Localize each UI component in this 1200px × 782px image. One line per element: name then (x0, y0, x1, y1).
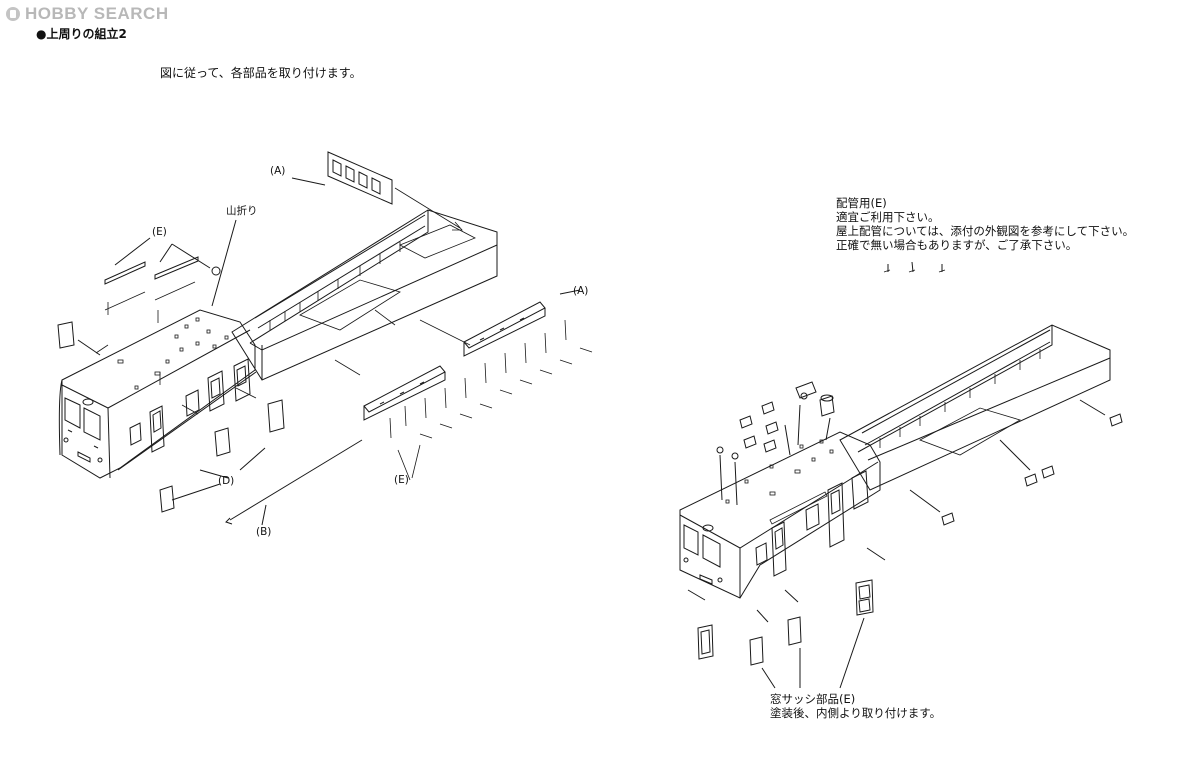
label-e-bottom: (E) (394, 474, 409, 486)
right-pipe-fittings (883, 261, 1123, 526)
sash-note: 窓サッシ部品(E) 塗装後、内側より取り付けます。 (770, 692, 941, 720)
label-a-right: (A) (573, 285, 589, 297)
left-fold-parts-e (104, 219, 237, 311)
piping-note-line-3: 屋上配管については、添付の外観図を参考にして下さい。 (836, 224, 1135, 238)
left-screw-parts (389, 319, 593, 481)
piping-note: 配管用(E) 適宜ご利用下さい。 屋上配管については、添付の外観図を参考にして下… (836, 196, 1134, 252)
sash-note-line-1: 窓サッシ部品(E) (770, 692, 856, 706)
left-side-panel-right (463, 289, 581, 357)
right-car-body (679, 324, 1111, 599)
watermark-logo-icon (6, 7, 20, 21)
left-side-panel-lower (363, 365, 446, 421)
piping-note-line-1: 配管用(E) (836, 196, 887, 210)
piping-note-line-2: 適宜ご利用下さい。 (836, 210, 940, 224)
label-b: (B) (256, 526, 272, 538)
piping-note-line-4: 正確で無い場合もありますが、ご了承下さい。 (836, 238, 1078, 252)
watermark-text: HOBBY SEARCH (25, 4, 169, 23)
left-small-window (57, 321, 101, 356)
instruction-text: 図に従って、各部品を取り付けます。 (160, 66, 362, 80)
section-title: ●上周りの組立2 (36, 27, 127, 41)
label-e-top: (E) (152, 226, 167, 238)
left-door-parts-d (159, 399, 285, 513)
right-window-sash-parts (687, 547, 886, 689)
label-a-top: (A) (270, 165, 286, 177)
right-roof-fittings (716, 381, 835, 506)
label-fold: 山折り (226, 205, 258, 217)
left-car-body (58, 209, 498, 479)
left-arrows (95, 187, 471, 415)
left-handrail-b (225, 439, 363, 526)
label-d: (D) (218, 475, 235, 487)
hobby-search-watermark: HOBBY SEARCH (6, 4, 169, 24)
left-window-panel-a (291, 151, 393, 205)
sash-note-line-2: 塗装後、内側より取り付けます。 (770, 706, 942, 720)
